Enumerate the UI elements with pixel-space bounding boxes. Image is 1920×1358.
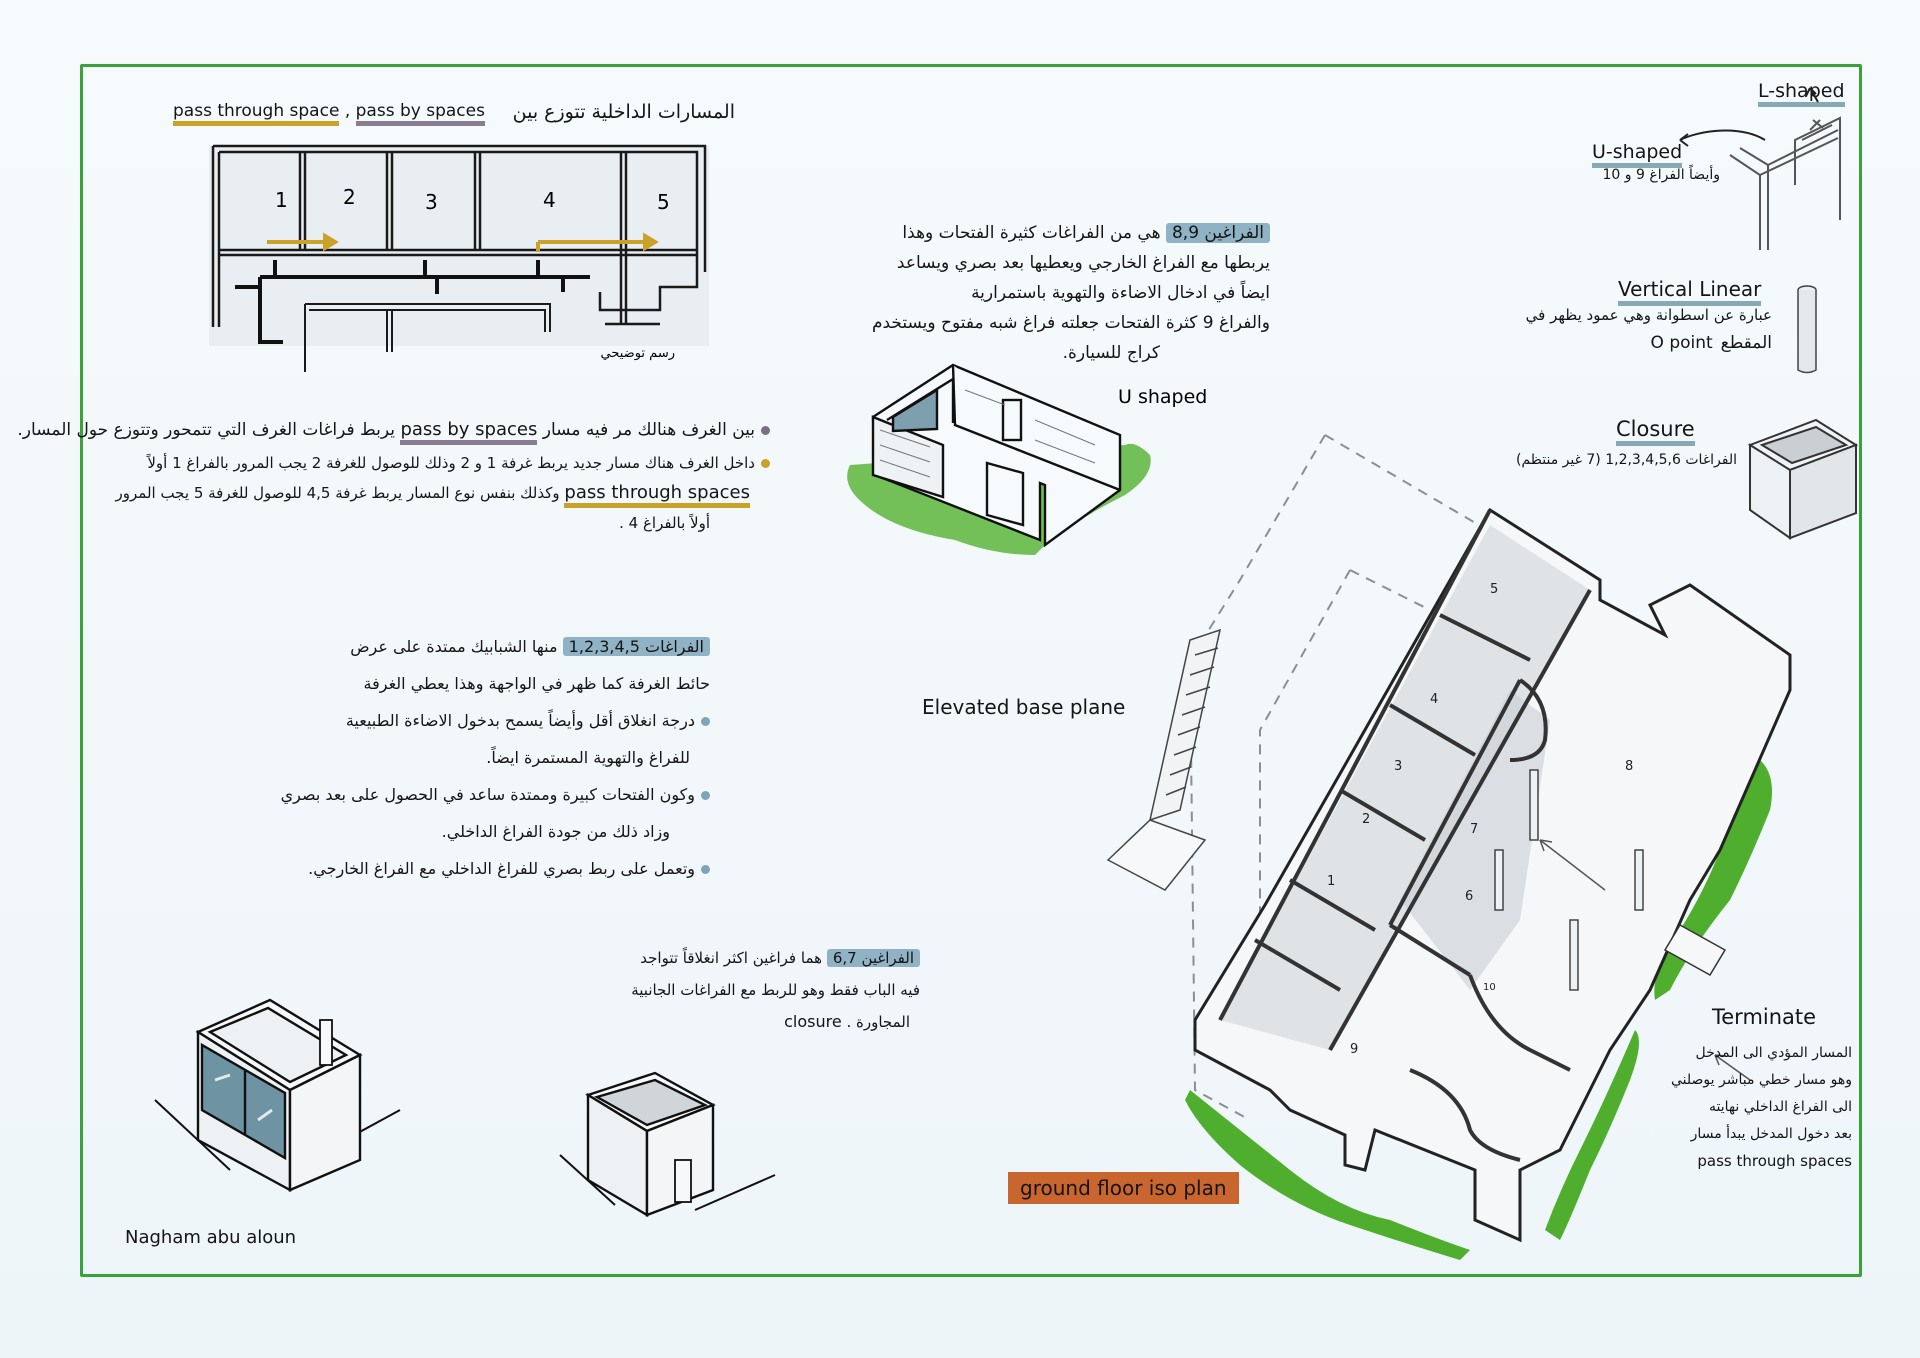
note-text: داخل الغرف هناك مسار جديد يربط غرفة 1 و … — [147, 454, 755, 472]
svg-text:1: 1 — [275, 188, 288, 212]
author-signature: Nagham abu aloun — [125, 1227, 297, 1248]
label-u-shaped: U-shaped — [1592, 141, 1683, 168]
l-u-shaped-wall-sketch — [1679, 87, 1841, 250]
spaces-8-9-description: الفراغين 8,9 هي من الفراغات كثيرة الفتحا… — [850, 218, 1270, 368]
svg-text:8: 8 — [1625, 759, 1633, 774]
closure-box-sketch — [1747, 418, 1859, 540]
svg-text:2: 2 — [1362, 812, 1370, 827]
text-line: فيه الباب فقط وهو للربط مع الفراغات الجا… — [631, 981, 920, 999]
bullet-icon — [761, 459, 770, 468]
svg-text:U shaped: U shaped — [1118, 386, 1207, 408]
highlight-spaces-6-7: الفراغين 6,7 — [826, 949, 920, 967]
label-closure: Closure — [1616, 417, 1695, 446]
text-line: يربطها مع الفراغ الخارجي ويعطيها بعد بصر… — [896, 253, 1270, 273]
room-plan-drawing: 1 2 3 4 5 رسم توضيحي — [209, 144, 709, 372]
bullet-icon — [701, 717, 710, 726]
svg-text:9: 9 — [1350, 1042, 1358, 1057]
svg-text:6: 6 — [1465, 889, 1473, 904]
vertical-linear-note: عبارة عن اسطوانة وهي عمود يظهر في — [1525, 306, 1772, 324]
term-pass-through-space: pass through space — [173, 101, 340, 126]
text-line: ايضاً في ادخال الاضاءة والتهوية باستمرار… — [971, 283, 1270, 303]
text-line: درجة انغلاق أقل وأيضاً يسمح بدخول الاضاء… — [345, 711, 695, 730]
svg-text:2: 2 — [343, 185, 356, 209]
label-vertical-linear: Vertical Linear — [1618, 277, 1762, 306]
svg-text:7: 7 — [1470, 822, 1478, 837]
text-line: وزاد ذلك من جودة الفراغ الداخلي. — [441, 822, 670, 841]
text-line: هما فراغين اكثر انغلاقاً تتواجد — [640, 949, 823, 967]
column-cylinder-sketch — [1797, 285, 1817, 374]
separator: , — [344, 101, 351, 121]
label-l-shaped: L-shaped — [1758, 80, 1845, 107]
glass-cube-sketch — [154, 998, 401, 1193]
terminate-title: Terminate — [1712, 1005, 1817, 1029]
u-shaped-text: U-shaped — [1592, 141, 1683, 168]
o-point-text: O point — [1650, 333, 1713, 353]
bullet-icon — [701, 791, 710, 800]
closure-note: الفراغات 1,2,3,4,5,6 (7 غير منتظم) — [1515, 452, 1737, 468]
ground-floor-iso-plan-caption: ground floor iso plan — [1008, 1172, 1239, 1204]
text-line: المسار المؤدي الى المدخل — [1695, 1045, 1852, 1061]
svg-text:4: 4 — [1430, 692, 1438, 707]
bullet-icon — [761, 425, 770, 435]
pass-through-term: pass through spaces — [1697, 1152, 1852, 1170]
bullet-icon — [701, 865, 710, 874]
svg-text:3: 3 — [1394, 759, 1402, 774]
term-highlight: pass through spaces — [564, 482, 750, 508]
svg-text:10: 10 — [1483, 982, 1496, 993]
svg-text:4: 4 — [543, 188, 556, 212]
text-line: الى الفراغ الداخلي نهايته — [1709, 1099, 1852, 1115]
term-highlight: pass by spaces — [400, 419, 538, 445]
top-left-header: pass through space , pass by spaces — [173, 101, 485, 126]
text-line: وتعمل على ربط بصري للفراغ الداخلي مع الف… — [308, 859, 695, 878]
note-text: وكذلك بنفس نوع المسار يربط غرفة 4,5 للوص… — [115, 484, 560, 502]
note-pass-through-line2: pass through spaces وكذلك بنفس نوع المسا… — [110, 478, 750, 508]
text-line: هي من الفراغات كثيرة الفتحات وهذا — [902, 223, 1161, 243]
terminate-description: المسار المؤدي الى المدخل وهو مسار خطي مب… — [1630, 1040, 1852, 1175]
text-line: كراج للسيارة. — [1062, 343, 1160, 363]
term-pass-by-spaces: pass by spaces — [355, 101, 485, 126]
svg-text:5: 5 — [657, 190, 670, 214]
section-text-ar: المقطع — [1720, 333, 1772, 353]
l-shaped-text: L-shaped — [1758, 80, 1845, 107]
isometric-ground-floor-plan: 1 2 3 4 5 6 7 8 9 10 — [1106, 434, 1792, 1260]
note-pass-through-line3: أولاً بالفراغ 4 . — [619, 514, 710, 532]
elevated-base-plane-label: Elevated base plane — [922, 695, 1126, 719]
svg-text:رسم توضيحي: رسم توضيحي — [601, 346, 675, 361]
highlight-spaces-1-5: الفراغات 1,2,3,4,5 — [562, 637, 710, 656]
text-line: بعد دخول المدخل يبدأ مسار — [1690, 1126, 1852, 1142]
svg-text:1: 1 — [1327, 874, 1335, 889]
text-line: حائط الغرفة كما ظهر في الواجهة وهذا يعطي… — [363, 674, 710, 693]
closure-term: closure — [784, 1012, 842, 1031]
vertical-linear-note2: O point المقطع — [1610, 333, 1772, 353]
svg-text:3: 3 — [425, 190, 438, 214]
spaces-6-7-description: الفراغين 6,7 هما فراغين اكثر انغلاقاً تت… — [575, 942, 920, 1038]
closure-text: Closure — [1616, 417, 1695, 446]
spaces-1-5-description: الفراغات 1,2,3,4,5 منها الشبابيك ممتدة ع… — [270, 628, 710, 887]
text-line: المجاورة . — [846, 1013, 910, 1031]
svg-text:5: 5 — [1490, 582, 1498, 597]
text-line: للفراغ والتهوية المستمرة ايضاً. — [486, 748, 690, 767]
u-shaped-room-sketch: U shaped — [847, 363, 1207, 555]
green-border-frame — [80, 64, 1862, 1277]
note-pass-through-line1: داخل الغرف هناك مسار جديد يربط غرفة 1 و … — [110, 448, 770, 478]
text-line: منها الشبابيك ممتدة على عرض — [350, 637, 558, 656]
text-line: وكون الفتحات كبيرة وممتدة ساعد في الحصول… — [280, 785, 695, 804]
u-shaped-note: وأيضاً الفراغ 9 و 10 — [1602, 167, 1720, 183]
closed-cube-sketch — [559, 1071, 776, 1218]
note-text: يربط فراغات الغرف التي تتمحور وتتوزع حول… — [17, 420, 396, 440]
highlight-spaces-8-9: الفراغين 8,9 — [1165, 223, 1270, 243]
note-text: بين الغرف هنالك مر فيه مسار — [542, 420, 755, 440]
text-line: وهو مسار خطي مباشر يوصلني — [1671, 1072, 1852, 1088]
note-pass-by: بين الغرف هنالك مر فيه مسار pass by spac… — [17, 415, 770, 445]
top-left-title-ar: المسارات الداخلية تتوزع بين — [512, 101, 735, 123]
vertical-linear-text: Vertical Linear — [1618, 277, 1762, 306]
text-line: والفراغ 9 كثرة الفتحات جعلته فراغ شبه مف… — [871, 313, 1270, 333]
